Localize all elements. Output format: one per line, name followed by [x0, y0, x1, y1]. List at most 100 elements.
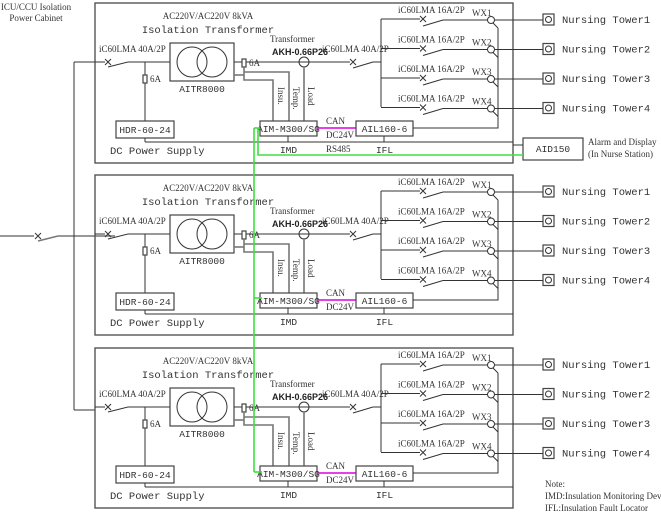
output-breaker-label: iC60LMA 40A/2P	[322, 44, 389, 54]
feeder-breaker-cross-icon	[419, 246, 427, 254]
transformer-rating: AC220V/AC220V 8kVA	[163, 356, 254, 366]
feeder-terminal-icon	[487, 361, 495, 369]
feeder-breaker-cross-icon	[419, 217, 427, 224]
feeder-breaker-cross-icon	[419, 15, 427, 23]
imd-label: IMD	[280, 145, 297, 156]
nursing-tower-label: Nursing Tower3	[562, 246, 650, 258]
ct-label: Transformer	[270, 34, 315, 44]
socket-inner-icon	[545, 420, 552, 427]
feeder-breaker-label: iC60LMA 16A/2P	[398, 266, 465, 276]
input-breaker-cross-icon	[104, 403, 112, 411]
feeder-breaker-label: iC60LMA 16A/2P	[398, 439, 465, 449]
ifl-label: IFL	[376, 145, 393, 156]
feeder-breaker-cross-icon	[419, 45, 427, 52]
feeder-terminal-label: WX4	[472, 442, 492, 452]
feeder-breaker-cross-icon	[419, 104, 427, 111]
nursing-tower-label: Nursing Tower3	[562, 419, 650, 431]
feeder-breaker-cross-icon	[419, 390, 427, 397]
feeder-breaker-label: iC60LMA 16A/2P	[398, 409, 465, 419]
feeder-breaker-cross-icon	[419, 187, 427, 195]
feeder-terminal-label: WX3	[472, 239, 492, 249]
socket-inner-icon	[545, 361, 552, 368]
ifl-label: IFL	[376, 490, 393, 501]
feeder-breaker-label: iC60LMA 16A/2P	[398, 380, 465, 390]
nursing-tower-label: Nursing Tower2	[562, 45, 650, 57]
feeder-terminal-icon	[487, 390, 495, 399]
imd-input-temp: Temp.	[291, 259, 301, 282]
feeder-breaker-label: iC60LMA 16A/2P	[398, 350, 465, 360]
bus-label-can: CAN	[326, 288, 346, 298]
section-frame	[94, 2, 514, 164]
socket-icon	[542, 214, 555, 228]
transformer-rating: AC220V/AC220V 8kVA	[163, 183, 254, 193]
isolation-transformer-box	[169, 42, 235, 82]
socket-icon	[542, 446, 555, 460]
bus-label-dc24v: DC24V	[326, 302, 355, 312]
feeder-breaker-label: iC60LMA 16A/2P	[398, 35, 465, 45]
ifl-model: AIL160-6	[362, 469, 408, 480]
ct-model: AKH-0.66P26	[272, 47, 328, 57]
cabinet-title-line1: ICU/CCU Isolation	[1, 2, 72, 12]
nursing-tower-label: Nursing Tower1	[562, 360, 650, 372]
dc-supply-model: HDR-60-24	[119, 470, 171, 481]
nursing-tower-label: Nursing Tower4	[562, 449, 650, 461]
socket-inner-icon	[545, 104, 552, 112]
feeder-breaker-label: iC60LMA 16A/2P	[398, 236, 465, 246]
fuse-imd-icon	[241, 58, 247, 68]
feeder-terminal-icon	[487, 45, 495, 54]
socket-inner-icon	[545, 75, 552, 82]
feeder-terminal-icon	[487, 420, 495, 428]
dc-supply-model: HDR-60-24	[119, 297, 171, 308]
input-breaker-label: iC60LMA 40A/2P	[99, 389, 166, 399]
imd-label: IMD	[280, 317, 297, 328]
feeder-breaker-label: iC60LMA 16A/2P	[398, 64, 465, 74]
fuse-dc-label: 6A	[150, 246, 162, 256]
nursing-tower-label: Nursing Tower1	[562, 187, 650, 199]
isolation-transformer-box	[169, 214, 235, 254]
fuse-dc-icon	[142, 419, 148, 429]
feeder-terminal-icon	[487, 75, 495, 83]
socket-inner-icon	[545, 390, 552, 398]
input-breaker-cross-icon	[104, 230, 112, 238]
feeder-terminal-label: WX2	[472, 38, 492, 48]
section-frame	[94, 174, 514, 336]
feeder-terminal-label: WX3	[472, 412, 492, 422]
transformer-model: AITR8000	[179, 84, 225, 95]
note-title: Note:	[545, 479, 565, 489]
imd-input-temp: Temp.	[291, 432, 301, 455]
fuse-dc-icon	[142, 246, 148, 256]
transformer-name: Isolation Transformer	[142, 25, 274, 37]
socket-icon	[542, 273, 555, 287]
socket-icon	[542, 358, 555, 371]
bus-label-rs485: RS485	[326, 144, 351, 154]
socket-icon	[542, 244, 555, 257]
nursing-tower-label: Nursing Tower1	[562, 15, 650, 27]
transformer-rating: AC220V/AC220V 8kVA	[163, 11, 254, 21]
nursing-tower-label: Nursing Tower2	[562, 390, 650, 402]
section-frame	[94, 347, 514, 509]
ifl-model: AIL160-6	[362, 296, 408, 307]
dc-supply-label: DC Power Supply	[110, 491, 205, 503]
rs485-link	[253, 127, 523, 473]
bus-label-can: CAN	[326, 116, 346, 126]
transformer-winding-icon	[176, 218, 208, 250]
note-line-ifl: IFL:Insulation Fault Locator	[545, 503, 648, 513]
socket-inner-icon	[545, 449, 552, 457]
output-breaker-cross-icon	[349, 230, 357, 238]
fuse-imd-icon	[241, 230, 247, 240]
feeder-terminal-label: WX4	[472, 97, 492, 107]
socket-icon	[542, 13, 555, 26]
cabinet-title-line2: Power Cabinet	[9, 13, 63, 23]
output-breaker-cross-icon	[349, 58, 357, 66]
socket-icon	[542, 185, 555, 198]
nursing-tower-label: Nursing Tower4	[562, 104, 650, 116]
